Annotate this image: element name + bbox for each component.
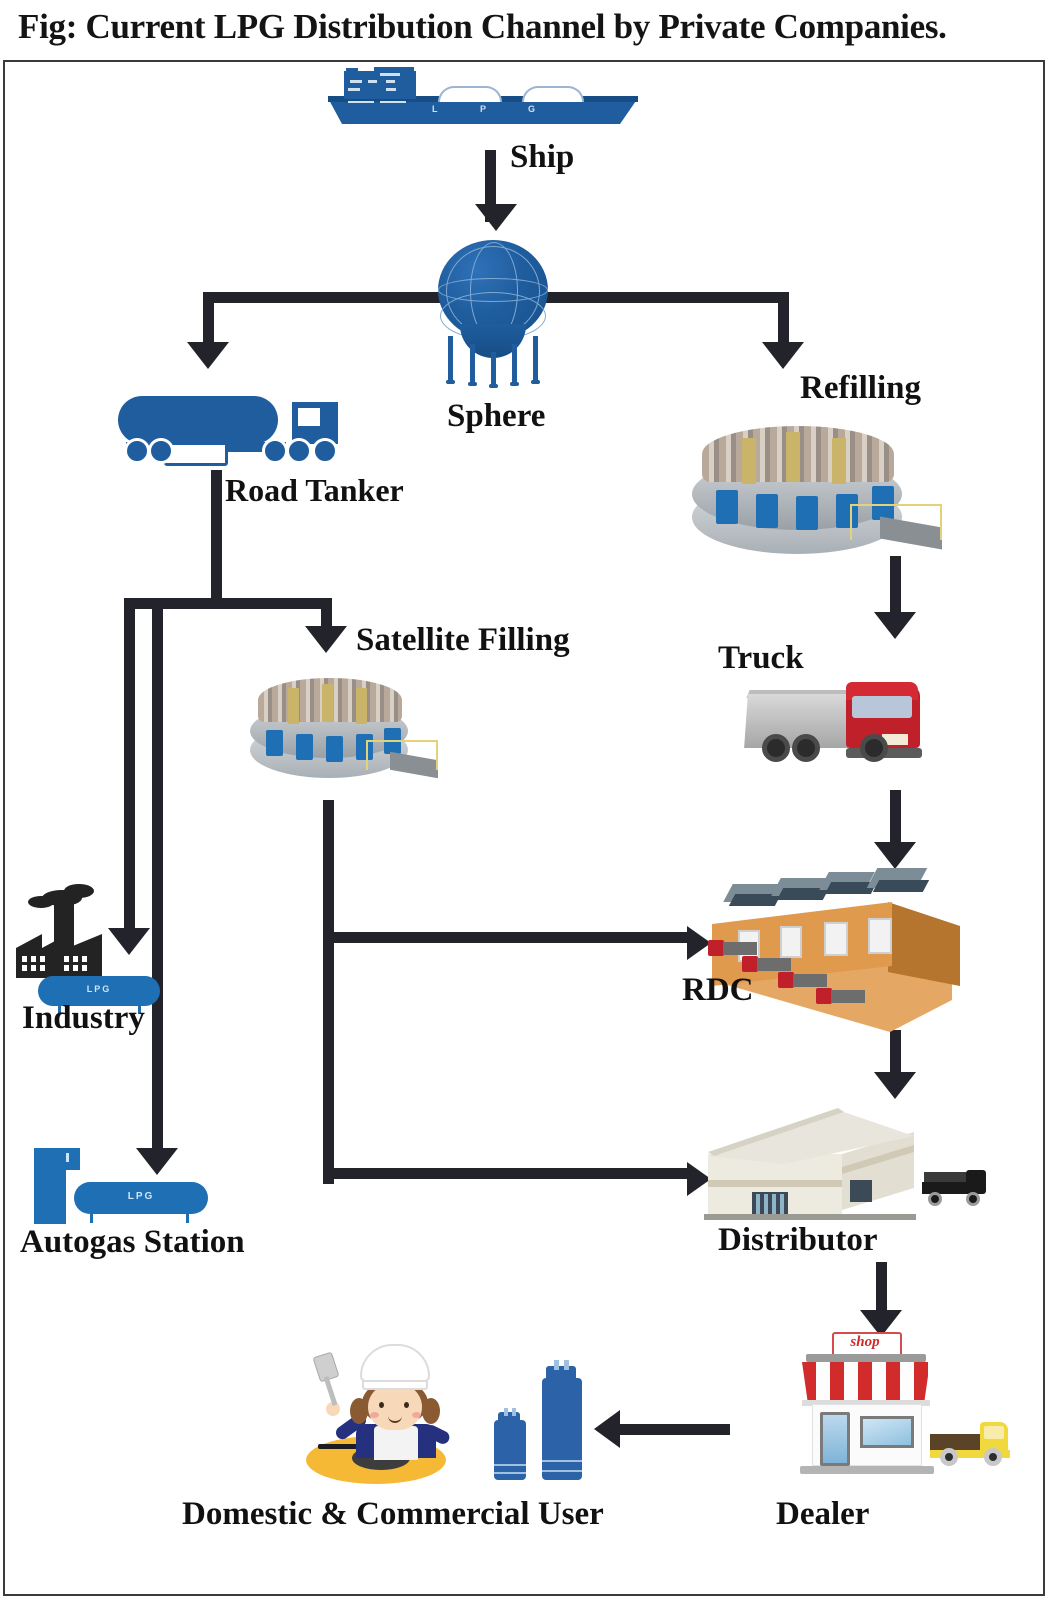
industry-tank-text: LPG — [86, 984, 112, 994]
satellite-filling-carousel-icon — [248, 672, 438, 782]
satellite-filling-label: Satellite Filling — [356, 622, 570, 658]
distributor-label: Distributor — [718, 1222, 878, 1258]
autogas-tank-text: LPG — [127, 1191, 155, 1202]
rdc-label: RDC — [682, 972, 754, 1008]
autogas-station-label: Autogas Station — [20, 1224, 245, 1260]
industry-icon: LPG — [8, 872, 168, 1014]
dealer-shop-icon: shop — [754, 1332, 1014, 1496]
dump-truck-icon — [742, 672, 932, 778]
road-tanker-icon — [118, 392, 346, 470]
refilling-carousel-icon — [690, 418, 942, 558]
distributor-truck-icon — [922, 1168, 988, 1212]
autogas-station-icon: LPG — [28, 1148, 208, 1234]
sphere-label: Sphere — [447, 398, 546, 434]
industry-label: Industry — [22, 1000, 145, 1036]
ship-label: Ship — [510, 139, 575, 175]
road-tanker-label: Road Tanker — [225, 472, 404, 508]
refilling-label: Refilling — [800, 370, 921, 406]
rdc-warehouse-icon — [702, 868, 960, 1038]
sphere-icon — [432, 240, 554, 388]
truck-label: Truck — [718, 640, 804, 676]
domestic-user-icon — [300, 1336, 600, 1496]
figure-title: Fig: Current LPG Distribution Channel by… — [18, 7, 947, 46]
shop-sign-text: shop — [850, 1334, 880, 1350]
dealer-label: Dealer — [776, 1496, 870, 1532]
distributor-building-icon — [700, 1106, 990, 1230]
ship-icon: L P G — [328, 67, 638, 138]
domestic-user-label: Domestic & Commercial User — [182, 1496, 604, 1532]
